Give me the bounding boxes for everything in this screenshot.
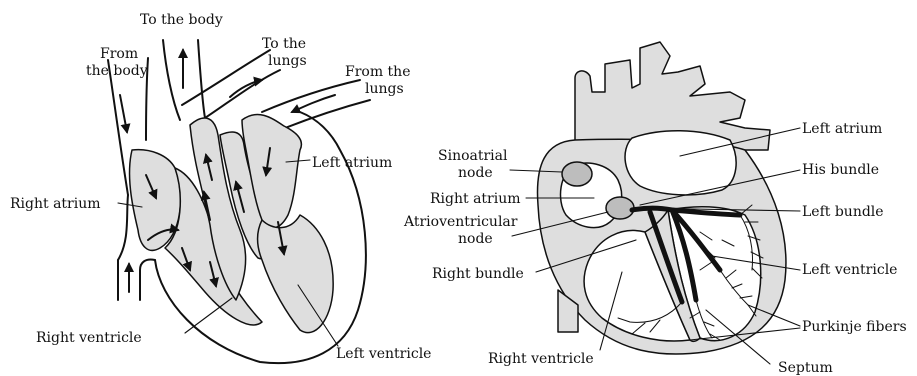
superior-vena-cava <box>108 60 128 195</box>
label-r-right-ventricle: Right ventricle <box>488 351 594 367</box>
label-right-atrium: Right atrium <box>10 196 101 212</box>
label-right-ventricle: Right ventricle <box>36 330 142 346</box>
aorta-inner <box>198 40 205 118</box>
label-to-the-body: To the body <box>140 12 223 28</box>
aorta-outer <box>163 40 180 120</box>
pulmonary-artery-inner <box>205 70 280 118</box>
label-from-the-body-2: the body <box>86 63 148 79</box>
label-to-the-lungs-1: To the <box>262 36 306 52</box>
sinoatrial-node <box>562 162 592 186</box>
left-atrium-cavity <box>625 131 736 195</box>
label-atrioventricular-1: Atrioventricular <box>403 214 518 230</box>
label-right-bundle: Right bundle <box>432 266 524 282</box>
blood-flow-heart: To the body From the body To the lungs F… <box>10 12 431 363</box>
label-to-the-lungs-2: lungs <box>268 53 307 69</box>
pulmonary-vein-bottom <box>280 100 370 130</box>
label-septum: Septum <box>778 360 833 376</box>
label-atrioventricular-2: node <box>458 231 493 247</box>
label-purkinje-fibers: Purkinje fibers <box>802 319 907 335</box>
label-r-right-atrium: Right atrium <box>430 191 521 207</box>
inferior-vena-cava-right <box>140 259 155 300</box>
pulmonary-artery-outer <box>182 50 270 105</box>
label-left-bundle: Left bundle <box>802 204 884 220</box>
label-from-the-lungs-1: From the <box>345 64 411 80</box>
conduction-heart: Left atrium Sinoatrial node His bundle R… <box>403 42 907 376</box>
left-ventricle-chamber <box>258 215 334 333</box>
label-sinoatrial-2: node <box>458 165 493 181</box>
leader-right-ventricle <box>185 298 232 333</box>
label-left-atrium: Left atrium <box>312 155 392 171</box>
flow-arrow-from-body <box>120 95 127 132</box>
label-sinoatrial-1: Sinoatrial <box>438 148 508 164</box>
label-r-left-ventricle: Left ventricle <box>802 262 897 278</box>
label-from-the-body-1: From <box>100 46 138 62</box>
atrioventricular-node <box>606 197 634 219</box>
label-r-left-atrium: Left atrium <box>802 121 882 137</box>
label-from-the-lungs-2: lungs <box>365 81 404 97</box>
label-his-bundle: His bundle <box>802 162 879 178</box>
label-left-ventricle: Left ventricle <box>336 346 431 362</box>
